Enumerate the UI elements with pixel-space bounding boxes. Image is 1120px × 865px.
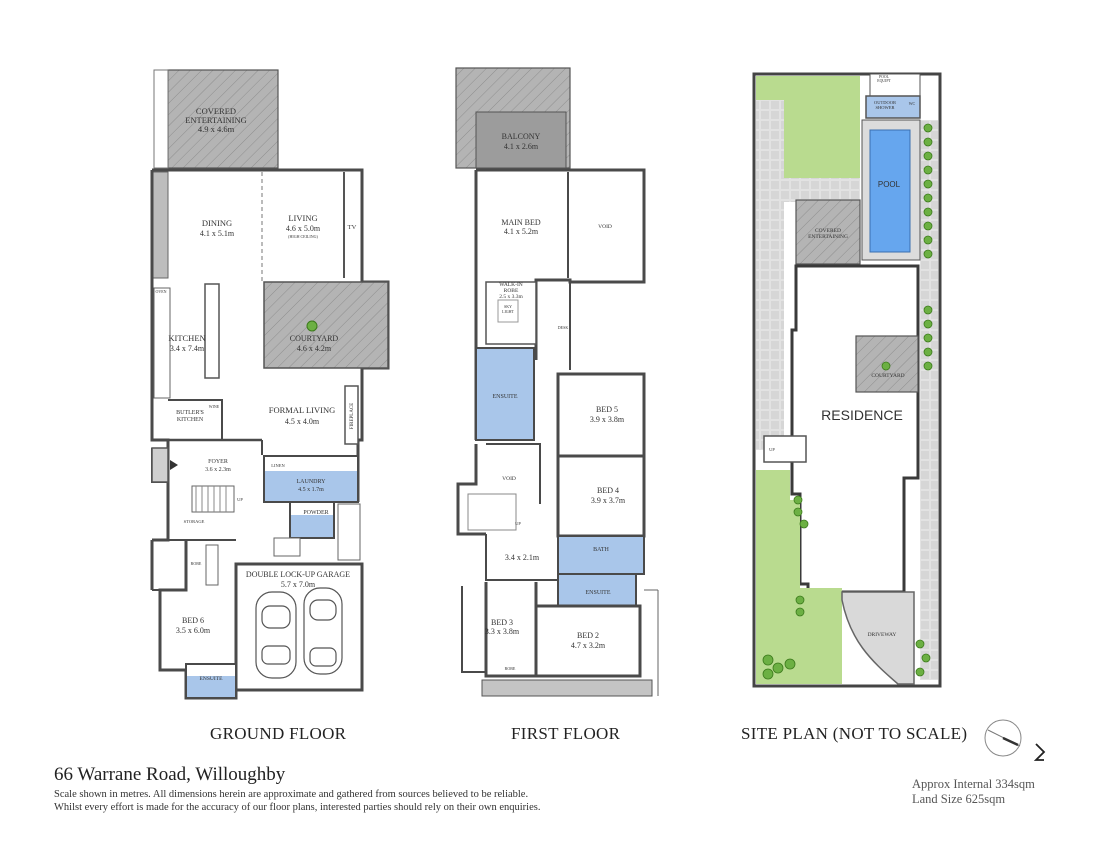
label-ensuite: ENSUITE <box>200 676 224 682</box>
label-wine: WINE <box>209 404 220 409</box>
label-living: LIVING <box>288 213 317 223</box>
dim-covered-entertaining: 4.9 x 4.6m <box>198 124 235 134</box>
dim-bed2: 4.7 x 3.2m <box>571 641 606 650</box>
label-bed5: BED 5 <box>596 405 618 414</box>
dim-formal-living: 4.5 x 4.0m <box>285 417 320 426</box>
site-plan <box>752 72 942 688</box>
label-site-up: UP <box>769 447 775 452</box>
label-tv: TV <box>348 224 357 231</box>
dim-study: 3.4 x 2.1m <box>505 553 540 562</box>
dim-courtyard: 4.6 x 4.2m <box>297 344 332 353</box>
label-up-first: UP <box>515 521 521 526</box>
site-plan-caption: SITE PLAN (NOT TO SCALE) <box>741 724 968 743</box>
label-residence: RESIDENCE <box>821 407 903 423</box>
label-laundry: LAUNDRY <box>296 479 326 485</box>
label-living-sub: (HIGH CEILING) <box>288 234 318 239</box>
label-garage: DOUBLE LOCK-UP GARAGE <box>246 570 350 579</box>
label-robe: ROBE <box>191 561 202 566</box>
disclaimer-line-1: Scale shown in metres. All dimensions he… <box>54 789 529 800</box>
label-formal-living: FORMAL LIVING <box>269 405 336 415</box>
label-ensuite-main: ENSUITE <box>493 394 518 400</box>
dim-garage: 5.7 x 7.0m <box>281 580 316 589</box>
dim-balcony: 4.1 x 2.6m <box>504 142 539 151</box>
dim-walk-in-robe: 2.5 x 3.3m <box>499 294 523 300</box>
dim-kitchen: 3.4 x 7.4m <box>170 344 205 353</box>
dim-bed6: 3.5 x 6.0m <box>176 626 211 635</box>
first-floor-labels: BALCONY 4.1 x 2.6m MAIN BED 4.1 x 5.2m V… <box>485 132 626 671</box>
label-pool: POOL <box>878 180 901 189</box>
dim-living: 4.6 x 5.0m <box>286 224 321 233</box>
label-bed2: BED 2 <box>577 631 599 640</box>
label-bed4: BED 4 <box>597 486 619 495</box>
internal-area: Approx Internal 334sqm <box>912 777 1035 791</box>
dim-bed3: 3.3 x 3.8m <box>485 627 520 636</box>
label-desk: DESK <box>558 325 569 330</box>
ground-floor-plan <box>150 69 390 700</box>
dim-main-bed: 4.1 x 5.2m <box>504 227 539 236</box>
label-site-courtyard: COURTYARD <box>871 373 904 379</box>
dim-bed5: 3.9 x 3.8m <box>590 415 625 424</box>
label-ensuite2: ENSUITE <box>586 590 611 596</box>
area-stats: Approx Internal 334sqm Land Size 625sqm <box>912 777 1035 807</box>
label-bath: BATH <box>593 547 609 553</box>
label-bed3: BED 3 <box>491 618 513 627</box>
label-storage: STORAGE <box>184 519 205 524</box>
label-oven: OVEN <box>155 289 166 294</box>
north-arrow-icon <box>984 719 1046 761</box>
label-powder: POWDER <box>303 510 328 516</box>
dim-dining: 4.1 x 5.1m <box>200 229 235 238</box>
first-floor-plan <box>455 67 659 697</box>
label-foyer: FOYER <box>208 459 228 465</box>
label-balcony: BALCONY <box>502 132 541 141</box>
label-bed6: BED 6 <box>182 616 204 625</box>
first-floor-caption: FIRST FLOOR <box>511 724 621 743</box>
disclaimer: Scale shown in metres. All dimensions he… <box>54 789 540 814</box>
ground-floor-caption: GROUND FLOOR <box>210 724 347 743</box>
label-void-mid: VOID <box>502 476 516 482</box>
disclaimer-line-2: Whilst every effort is made for the accu… <box>54 801 541 813</box>
label-void-top: VOID <box>598 224 612 230</box>
label-kitchen: KITCHEN <box>168 333 205 343</box>
label-robe-first: ROBE <box>505 666 516 671</box>
dim-foyer: 3.6 x 2.3m <box>205 467 231 473</box>
label-fireplace: FIREPLACE <box>350 403 355 430</box>
label-main-bed: MAIN BED <box>501 218 541 227</box>
land-size: Land Size 625sqm <box>912 792 1006 806</box>
dim-laundry: 4.5 x 1.7m <box>298 487 324 493</box>
label-courtyard: COURTYARD <box>290 334 339 343</box>
property-address: 66 Warrane Road, Willoughby <box>54 764 286 785</box>
label-driveway: DRIVEWAY <box>868 632 897 638</box>
label-linen: LINEN <box>271 463 285 468</box>
label-wc: WC <box>909 101 916 106</box>
label-up: UP <box>237 497 243 502</box>
label-dining: DINING <box>202 218 232 228</box>
dim-bed4: 3.9 x 3.7m <box>591 496 626 505</box>
